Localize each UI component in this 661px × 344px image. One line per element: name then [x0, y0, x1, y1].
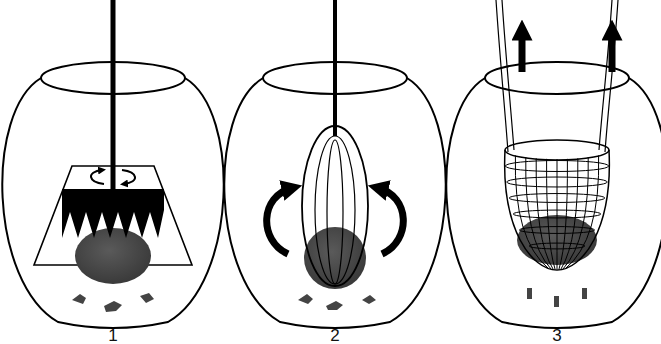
panel-number: 3	[552, 327, 561, 344]
basket-panel	[496, 0, 618, 307]
blade-panel	[34, 0, 192, 312]
panel-number: 2	[330, 327, 339, 344]
panel-number: 1	[108, 327, 117, 344]
whisk-panel	[267, 0, 404, 310]
blade	[62, 189, 164, 238]
ball	[304, 227, 366, 289]
ball	[75, 228, 151, 284]
bowl	[446, 78, 661, 328]
